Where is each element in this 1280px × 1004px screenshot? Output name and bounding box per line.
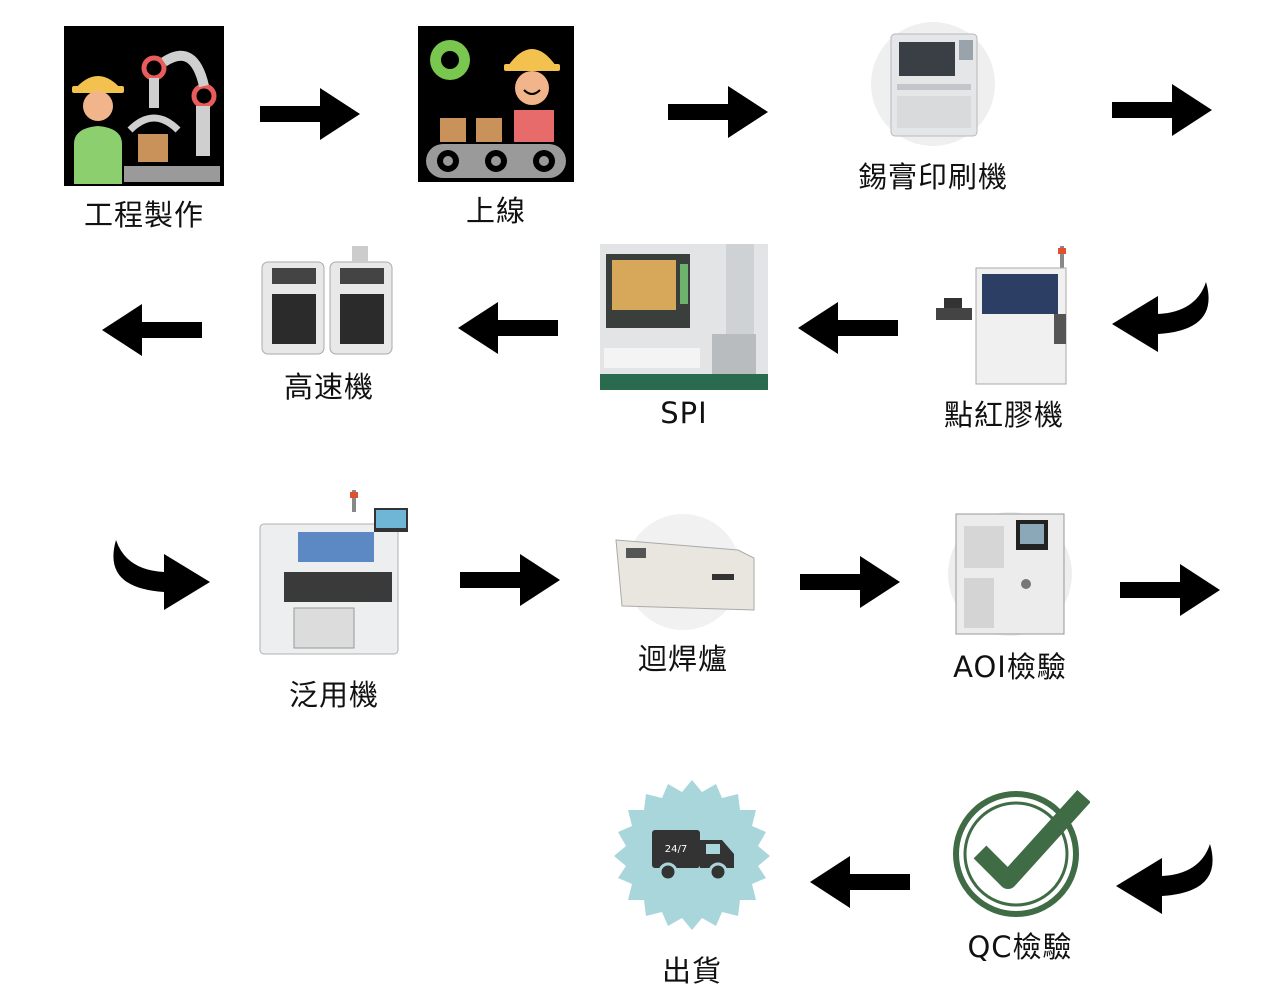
solder-printer-machine-icon: [871, 22, 995, 146]
step-ship: 24/7 出貨: [610, 778, 774, 990]
step-label: QC檢驗: [967, 930, 1073, 964]
step-reflow: 迴焊爐: [608, 510, 758, 678]
step-label: 上線: [465, 194, 526, 228]
step-label: AOI檢驗: [953, 650, 1067, 684]
glue-dispenser-machine-icon: [936, 246, 1067, 385]
engineering-icon: [64, 26, 224, 186]
curved-arrow-down-left: [1110, 280, 1216, 354]
step-general-purpose: 泛用機: [254, 490, 414, 714]
arrow-left: [456, 300, 562, 356]
step-label: 出貨: [661, 954, 722, 988]
general-purpose-machine-icon: [259, 490, 408, 655]
step-high-speed: 高速機: [256, 244, 402, 406]
step-aoi: AOI檢驗: [940, 508, 1080, 686]
check-mark-icon: [953, 789, 1090, 917]
arrow-right: [796, 554, 902, 610]
truck-badge: 24/7: [665, 844, 687, 855]
step-label: 泛用機: [288, 678, 379, 712]
arrow-right: [456, 552, 562, 608]
aoi-machine-icon: [948, 512, 1072, 636]
arrow-left: [100, 302, 206, 358]
arrow-right: [1116, 562, 1222, 618]
arrow-left: [808, 854, 914, 910]
step-solder-printer: 錫膏印刷機: [858, 20, 1008, 196]
arrow-left: [796, 300, 902, 356]
step-label: 工程製作: [83, 198, 204, 232]
arrow-right: [1108, 82, 1214, 138]
arrow-right: [256, 86, 362, 142]
curved-arrow-down-left: [1114, 842, 1220, 916]
delivery-truck-icon: 24/7: [614, 780, 770, 930]
step-glue-dispenser: 點紅膠機: [934, 244, 1074, 434]
high-speed-machine-icon: [261, 246, 393, 355]
step-line-up: 上線: [418, 26, 574, 230]
step-qc: QC檢驗: [950, 786, 1090, 966]
arrow-right: [664, 84, 770, 140]
step-label: 錫膏印刷機: [858, 160, 1009, 194]
spi-inspection-photo-icon: [600, 244, 768, 390]
step-label: 高速機: [283, 370, 374, 404]
step-engineering: 工程製作: [64, 26, 224, 234]
conveyor-worker-icon: [418, 26, 574, 182]
curved-arrow-down-right: [106, 538, 212, 612]
step-label: SPI: [660, 396, 708, 430]
step-spi: SPI: [600, 244, 768, 430]
reflow-oven-icon: [615, 514, 755, 630]
step-label: 迴焊爐: [637, 642, 728, 676]
step-label: 點紅膠機: [943, 398, 1064, 432]
